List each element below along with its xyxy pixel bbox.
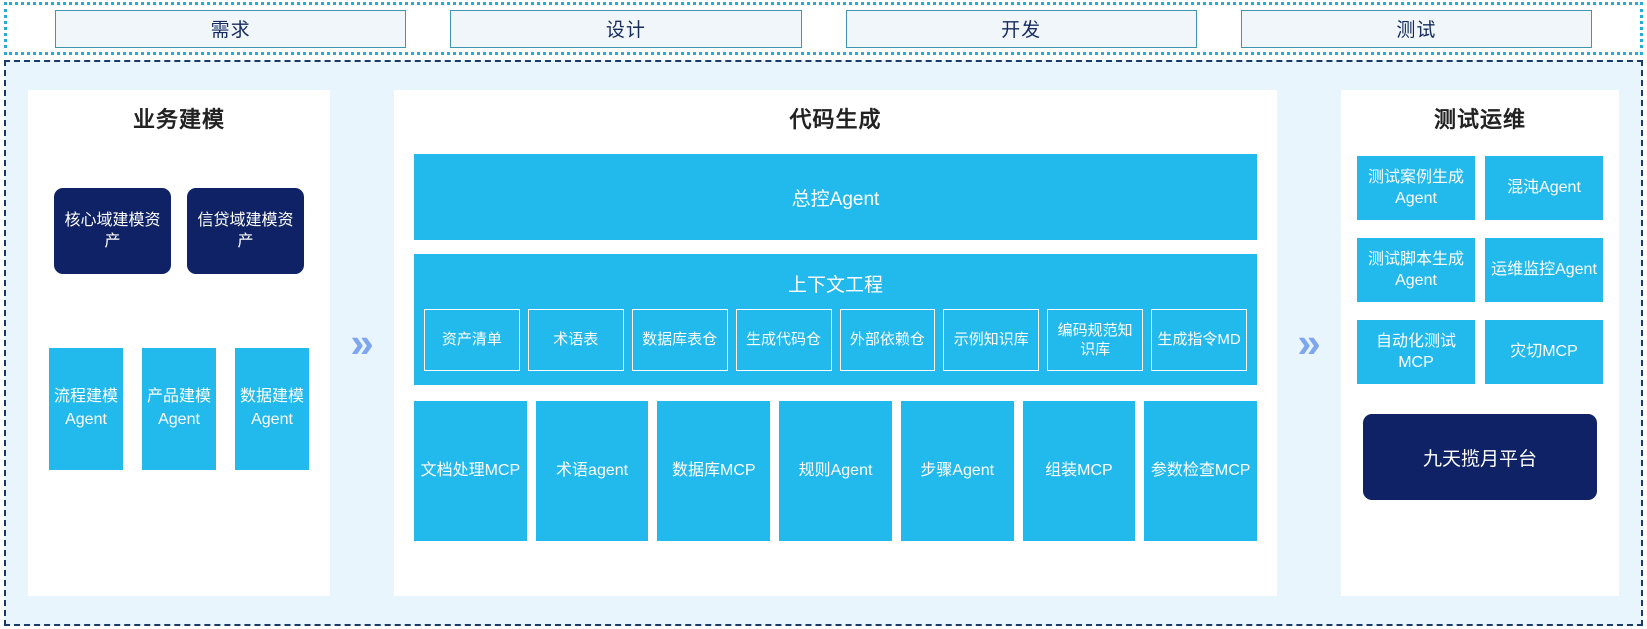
test-box-chaos-agent[interactable]: 混沌Agent <box>1485 156 1603 220</box>
tool-box-parameter-check-mcp[interactable]: 参数检查MCP <box>1144 401 1258 541</box>
tool-box-database-mcp[interactable]: 数据库MCP <box>657 401 771 541</box>
panel-title-business-modeling: 业务建模 <box>132 107 225 132</box>
context-item-asset-list[interactable]: 资产清单 <box>424 309 520 371</box>
asset-box-core-domain[interactable]: 核心域建模资产 <box>54 188 171 274</box>
context-item-db-table-repo[interactable]: 数据库表仓 <box>631 309 728 371</box>
test-box-script-generation-agent[interactable]: 测试脚本生成Agent <box>1357 238 1475 302</box>
test-box-automation-test-mcp[interactable]: 自动化测试MCP <box>1357 320 1475 384</box>
panel-title-test-operations: 测试运维 <box>1433 107 1526 132</box>
phase-label: 设计 <box>605 20 646 41</box>
phase-label: 需求 <box>210 20 251 41</box>
tool-box-document-processing-mcp[interactable]: 文档处理MCP <box>414 401 527 541</box>
business-asset-group: 核心域建模资产 信贷域建模资产 <box>28 188 330 274</box>
panel-test-operations: 测试运维 测试案例生成Agent 混沌Agent 测试脚本生成Agent 运维监… <box>1341 90 1619 596</box>
business-agent-group: 流程建模Agent 产品建模Agent 数据建模Agent <box>28 348 330 470</box>
master-agent-box[interactable]: 总控Agent <box>414 154 1257 240</box>
test-box-ops-monitoring-agent[interactable]: 运维监控Agent <box>1485 238 1603 302</box>
context-item-row: 资产清单 术语表 数据库表仓 生成代码仓 外部依赖仓 示例知识库 编码规范知识库… <box>424 309 1247 371</box>
context-item-generated-code-repo[interactable]: 生成代码仓 <box>735 309 832 371</box>
main-section: 业务建模 核心域建模资产 信贷域建模资产 流程建模Agent 产品建模Agent… <box>4 60 1643 626</box>
tool-box-glossary-agent[interactable]: 术语agent <box>535 401 649 541</box>
phase-box-requirements[interactable]: 需求 <box>55 9 407 48</box>
context-item-generation-instruction-md[interactable]: 生成指令MD <box>1151 309 1247 371</box>
phase-label: 测试 <box>1396 20 1437 41</box>
context-item-external-dependency-repo[interactable]: 外部依赖仓 <box>839 309 936 371</box>
test-box-disaster-switch-mcp[interactable]: 灾切MCP <box>1485 320 1603 384</box>
panel-code-generation: 代码生成 总控Agent 上下文工程 资产清单 术语表 数据库表仓 生成代码仓 … <box>394 90 1277 596</box>
context-item-example-knowledge-base[interactable]: 示例知识库 <box>943 309 1040 371</box>
phase-box-testing[interactable]: 测试 <box>1240 9 1592 48</box>
phase-band: 需求 设计 开发 测试 <box>4 2 1643 55</box>
chevron-right-icon-1: » <box>350 319 374 366</box>
agent-box-product-modeling[interactable]: 产品建模Agent <box>142 348 216 470</box>
test-operations-grid: 测试案例生成Agent 混沌Agent 测试脚本生成Agent 运维监控Agen… <box>1341 156 1619 384</box>
tool-box-step-agent[interactable]: 步骤Agent <box>900 401 1014 541</box>
tool-box-assembly-mcp[interactable]: 组装MCP <box>1022 401 1136 541</box>
tool-box-rule-agent[interactable]: 规则Agent <box>779 401 892 541</box>
platform-box-jiutian-lanyue[interactable]: 九天揽月平台 <box>1363 414 1597 500</box>
context-engineering-title: 上下文工程 <box>787 275 883 296</box>
code-generation-body: 总控Agent 上下文工程 资产清单 术语表 数据库表仓 生成代码仓 外部依赖仓… <box>394 134 1277 541</box>
panel-business-modeling: 业务建模 核心域建模资产 信贷域建模资产 流程建模Agent 产品建模Agent… <box>28 90 330 596</box>
phase-box-development[interactable]: 开发 <box>845 9 1197 48</box>
test-box-case-generation-agent[interactable]: 测试案例生成Agent <box>1357 156 1475 220</box>
context-engineering-block: 上下文工程 资产清单 术语表 数据库表仓 生成代码仓 外部依赖仓 示例知识库 编… <box>414 254 1257 385</box>
agent-box-data-modeling[interactable]: 数据建模Agent <box>235 348 309 470</box>
context-item-coding-standard-knowledge-base[interactable]: 编码规范知识库 <box>1047 309 1144 371</box>
context-item-glossary[interactable]: 术语表 <box>527 309 624 371</box>
chevron-right-icon-2: » <box>1297 319 1321 366</box>
phase-box-design[interactable]: 设计 <box>450 9 802 48</box>
tool-box-row: 文档处理MCP 术语agent 数据库MCP 规则Agent 步骤Agent 组… <box>414 401 1258 541</box>
agent-box-process-modeling[interactable]: 流程建模Agent <box>49 348 123 470</box>
phase-label: 开发 <box>1001 20 1042 41</box>
panel-title-code-generation: 代码生成 <box>789 107 882 132</box>
asset-box-credit-domain[interactable]: 信贷域建模资产 <box>187 188 304 274</box>
